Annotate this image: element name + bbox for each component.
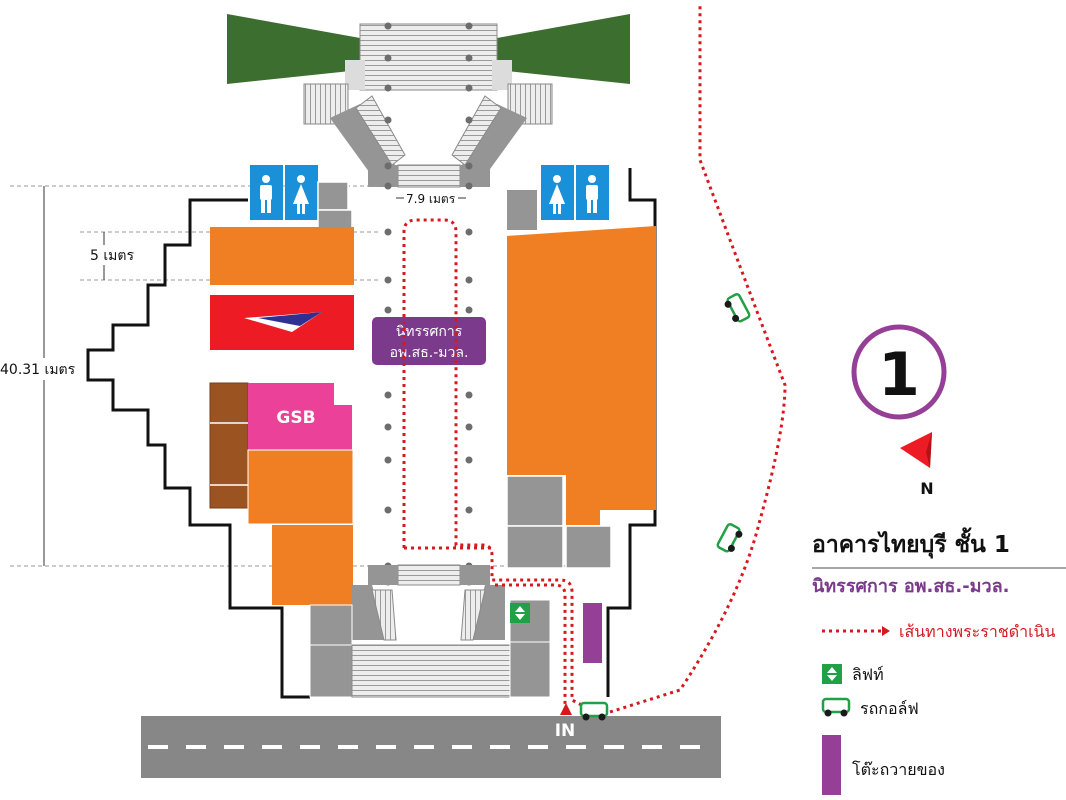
- road: [141, 716, 721, 778]
- depth-dimension-label: 40.31 เมตร: [0, 362, 76, 378]
- thailand-post-logo: [244, 312, 322, 332]
- legend-golf-cart-label: รถกอล์ฟ: [860, 699, 919, 718]
- orange-room-east: [507, 226, 656, 525]
- north-arrow-icon: N: [900, 432, 934, 498]
- legend-offering-table-icon: [822, 735, 841, 795]
- golf-cart-icon: [579, 701, 609, 718]
- legend: เส้นทางพระราชดำเนิน ลิฟท์ รถกอล์ฟ โต๊ะถว…: [821, 622, 1055, 795]
- building-title: อาคารไทยบุรี ชั้น 1: [812, 527, 1010, 559]
- building-subtitle: นิทรรศการ อพ.สธ.-มวล.: [812, 576, 1010, 597]
- floor-number: 1: [878, 340, 920, 410]
- north-label: N: [920, 479, 933, 498]
- gsb-bank: [248, 383, 352, 450]
- west-rooms: GSB: [209, 181, 354, 605]
- legend-lift-label: ลิฟท์: [852, 665, 884, 684]
- gsb-label: GSB: [276, 408, 315, 428]
- restroom-east: [541, 165, 609, 220]
- legend-route-label: เส้นทางพระราชดำเนิน: [899, 622, 1055, 641]
- orange-room-2: [247, 449, 354, 525]
- building-walls: [86, 168, 657, 699]
- legend-lift-icon: [822, 664, 842, 684]
- golf-cart-icon: [716, 523, 743, 553]
- road-center-dashes: [148, 745, 700, 749]
- east-rooms: [506, 190, 656, 569]
- floor-badge: 1: [851, 324, 947, 420]
- brown-room: [209, 382, 249, 509]
- orange-room-3: [272, 525, 353, 605]
- male-icon: [260, 175, 272, 213]
- exhibition-line1: นิทรรศการ: [396, 324, 463, 340]
- exhibition-area: นิทรรศการ อพ.สธ.-มวล.: [372, 317, 486, 365]
- orange-room-1: [210, 227, 354, 285]
- golf-cart-icon: [724, 293, 751, 323]
- male-icon: [586, 175, 598, 213]
- female-icon: [293, 175, 309, 214]
- royal-route: [402, 5, 787, 714]
- corridor-dimension-label: 7.9 เมตร: [406, 192, 456, 206]
- entrance-label: IN: [555, 721, 576, 741]
- legend-offering-table-label: โต๊ะถวายของ: [852, 760, 945, 779]
- female-icon: [549, 175, 565, 214]
- bay-dimension-label: 5 เมตร: [90, 248, 134, 264]
- route-arrowhead: [560, 703, 572, 715]
- south-entrance: [309, 564, 602, 698]
- north-canopy: [227, 14, 630, 188]
- exhibition-line2: อพ.สธ.-มวล.: [390, 345, 469, 361]
- restroom-west: [250, 165, 318, 220]
- legend-golf-cart-icon: [821, 697, 851, 714]
- offering-table: [583, 603, 602, 663]
- lift-icon: [510, 603, 530, 623]
